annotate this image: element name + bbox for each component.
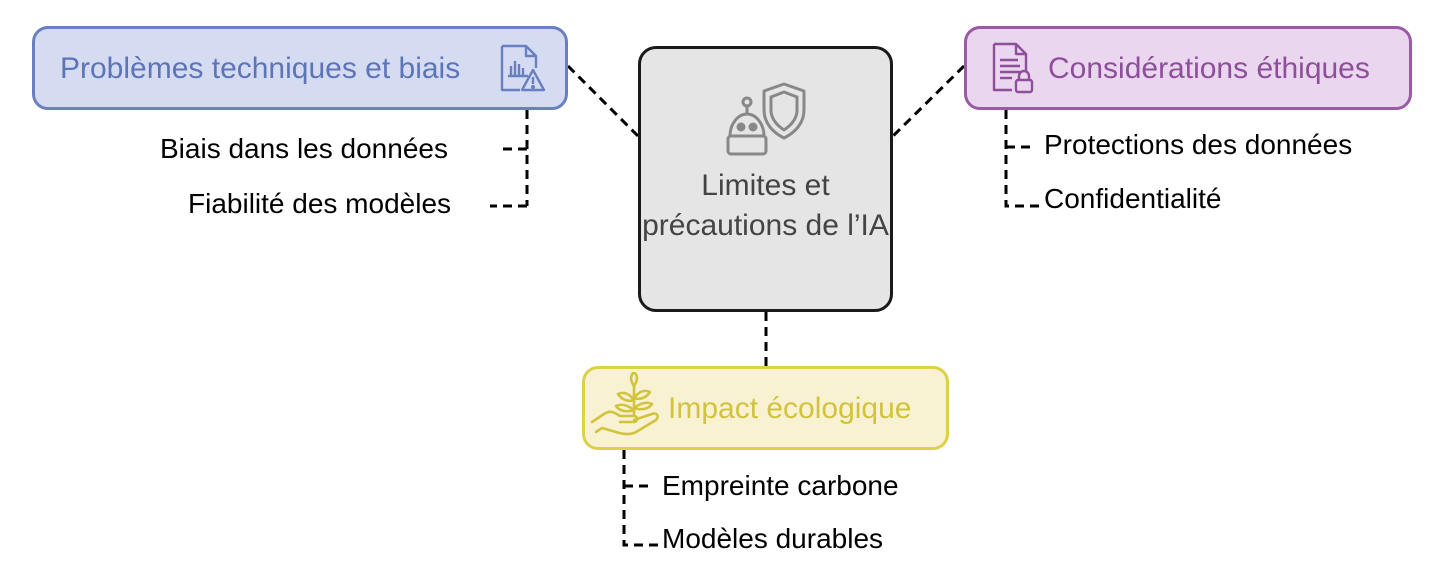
connector-eco-items [622,450,660,547]
ethics-item-data-protection: Protections des données [1044,129,1353,160]
eco-item-carbon-footprint: Empreinte carbone [662,470,899,501]
report-warning-icon [498,44,546,99]
center-title: Limites et précautions de l’IA [642,169,889,242]
tech-item-model-reliability: Fiabilité des modèles [188,188,452,219]
connector-center-ethics [891,64,966,138]
ethics-box [964,26,1412,110]
connector-tech-items [490,110,529,208]
locked-document-icon [990,42,1036,99]
tech-item-data-bias: Biais dans les données [160,133,448,164]
plant-in-hand-icon [590,370,662,447]
connector-ethics-items [1004,110,1040,208]
ethics-item-confidentiality: Confidentialité [1044,183,1222,214]
eco-item-sustainable-models: Modèles durables [662,523,884,554]
tech-issues-box [32,26,568,110]
ethics-title: Considérations éthiques [1048,52,1370,85]
connector-center-tech [566,64,640,138]
ecology-title: Impact écologique [668,392,912,425]
robot-shield-icon [722,82,812,167]
tech-issues-title: Problèmes techniques et biais [60,52,461,85]
